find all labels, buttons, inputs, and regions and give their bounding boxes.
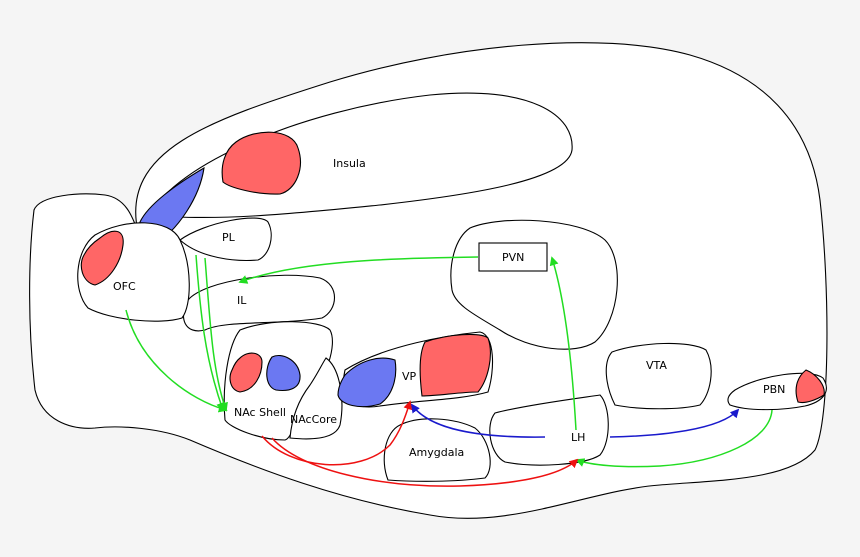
pvn-box bbox=[478, 242, 548, 272]
vta-label: VTA bbox=[646, 359, 667, 372]
pathway-pl-to-nac-a bbox=[195, 254, 225, 412]
il-label: IL bbox=[237, 294, 247, 307]
nac-core-label: NAcCore bbox=[290, 413, 337, 426]
pathway-pl-to-nac-b bbox=[204, 257, 228, 412]
insula-hotspot bbox=[221, 131, 301, 195]
pathway-nac-to-vp bbox=[261, 400, 413, 466]
pvn-label: PVN bbox=[502, 251, 524, 264]
vp-coldspot bbox=[337, 357, 397, 408]
nac-shell-hotspot bbox=[229, 352, 263, 393]
pathway-lh-to-pvn bbox=[549, 256, 577, 431]
lh-label: LH bbox=[571, 431, 585, 444]
vp-label: VP bbox=[402, 370, 417, 383]
pl-region bbox=[179, 217, 272, 261]
insula-label: Insula bbox=[333, 157, 366, 170]
pathway-lh-to-vp bbox=[410, 403, 546, 438]
pl-label: PL bbox=[222, 231, 236, 244]
amygdala-region bbox=[383, 418, 491, 482]
ofc-hotspot bbox=[80, 230, 124, 286]
vta-region bbox=[605, 342, 712, 410]
ofc-label: OFC bbox=[113, 280, 136, 293]
pathway-nac-to-lh bbox=[271, 437, 579, 487]
pathway-pbn-to-lh bbox=[575, 409, 773, 468]
amygdala-label: Amygdala bbox=[409, 446, 464, 459]
pathway-pvn-to-il bbox=[238, 256, 479, 284]
lh-region bbox=[489, 394, 609, 466]
pathway-ofc-to-nac bbox=[125, 309, 228, 413]
pathway-lh-to-pbn bbox=[609, 408, 740, 438]
pbn-label: PBN bbox=[763, 383, 785, 396]
nac-shell-label: NAc Shell bbox=[234, 406, 286, 419]
nac-shell-coldspot bbox=[266, 355, 301, 392]
pbn-hotspot bbox=[795, 369, 825, 404]
vp-hotspot bbox=[419, 334, 491, 397]
